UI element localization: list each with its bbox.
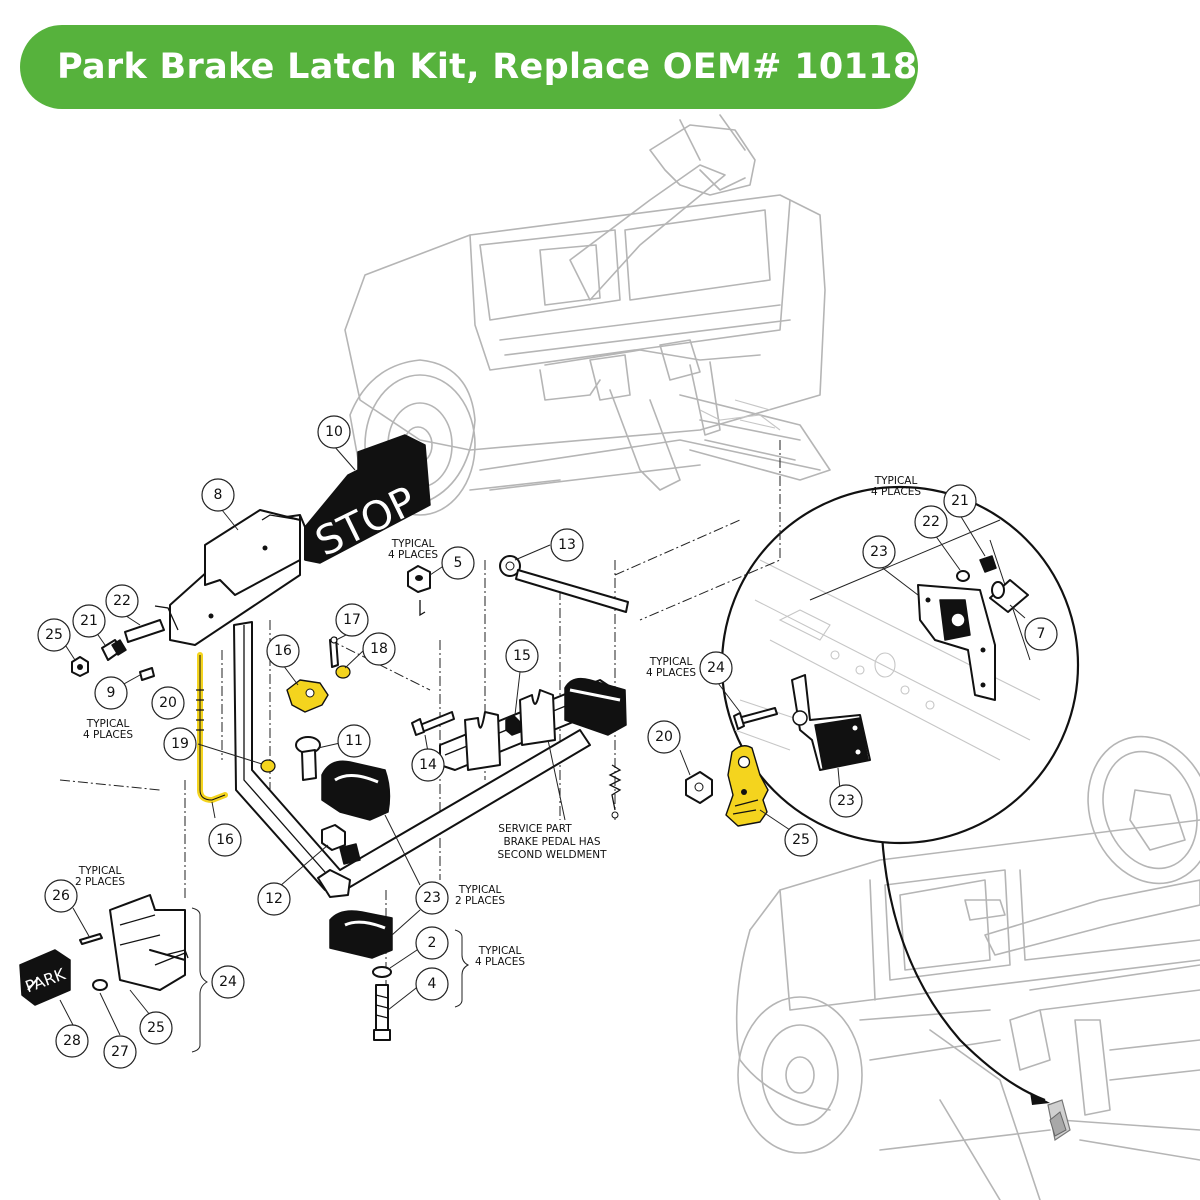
notes: TYPICAL 4 PLACES TYPICAL 4 PLACES TYPICA… [75,475,921,968]
note-service-part: SECOND WELDMENT [497,849,607,861]
callout: 11 [337,724,371,758]
detail-leader-curve [880,834,1046,1102]
note-typical-4-places: TYPICAL [478,945,522,957]
svg-text:23: 23 [870,544,888,560]
svg-text:16: 16 [216,832,234,848]
callout: 24 [211,965,245,999]
svg-text:14: 14 [419,757,437,773]
note-typical-4-places: 4 PLACES [83,729,133,741]
callout: 25 [37,618,71,652]
callout: 14 [411,748,445,782]
note-typical-2-places: 2 PLACES [75,876,125,888]
svg-text:7: 7 [1037,626,1046,642]
callout: 15 [505,639,539,673]
svg-text:10: 10 [325,424,343,440]
callout: 16 [266,634,300,668]
cart-ghost-top [344,114,831,521]
detail-leader-arrowhead [1030,1092,1050,1105]
callout: 9 [94,676,128,710]
callout: 8 [201,478,235,512]
svg-text:24: 24 [707,660,725,676]
note-typical-2-places: TYPICAL [78,865,122,877]
note-typical-4-places: TYPICAL [874,475,918,487]
callout: 25 [784,823,818,857]
svg-text:23: 23 [423,890,441,906]
note-typical-4-places: TYPICAL [86,718,130,730]
callout: 21 [943,484,977,518]
svg-text:27: 27 [111,1044,129,1060]
svg-text:9: 9 [107,685,116,701]
svg-text:19: 19 [171,736,189,752]
svg-text:20: 20 [159,695,177,711]
svg-text:28: 28 [63,1033,81,1049]
note-typical-4-places: 4 PLACES [388,549,438,561]
svg-text:13: 13 [558,537,576,553]
svg-text:4: 4 [428,976,437,992]
note-typical-4-places: 4 PLACES [871,486,921,498]
callout: 25 [139,1011,173,1045]
callout: 19 [163,727,197,761]
leader-lines [59,445,1026,1036]
cart-ghost-bottom [735,735,1200,1200]
callout: 23 [862,535,896,569]
note-typical-2-places: 2 PLACES [455,895,505,907]
svg-text:17: 17 [343,612,361,628]
callout: 16 [208,823,242,857]
callout: 26 [44,879,78,913]
svg-text:11: 11 [345,733,363,749]
title-banner: Park Brake Latch Kit, Replace OEM# 10118… [20,25,1016,109]
callout: 2 [415,926,449,960]
svg-text:22: 22 [113,593,131,609]
note-typical-4-places: TYPICAL [649,656,693,668]
callout: 20 [647,720,681,754]
note-typical-4-places: 4 PLACES [646,667,696,679]
callout: 10 [317,415,351,449]
svg-text:26: 26 [52,888,70,904]
callout: 7 [1024,617,1058,651]
svg-text:20: 20 [655,729,673,745]
svg-text:21: 21 [951,493,969,509]
svg-text:16: 16 [274,643,292,659]
note-typical-4-places: TYPICAL [391,538,435,550]
callout: 4 [415,967,449,1001]
callouts: 10 8 13 5 22 21 25 17 18 16 9 20 15 11 1… [37,415,1058,1069]
svg-text:8: 8 [214,487,223,503]
svg-text:18: 18 [370,641,388,657]
svg-text:24: 24 [219,974,237,990]
callout: 28 [55,1024,89,1058]
callout: 22 [914,505,948,539]
callout: 23 [829,784,863,818]
callout: 18 [362,632,396,666]
callout: 20 [151,686,185,720]
svg-text:15: 15 [513,648,531,664]
callout: 22 [105,584,139,618]
note-service-part: SERVICE PART [498,823,572,835]
svg-text:2: 2 [428,935,437,951]
callout: 27 [103,1035,137,1069]
svg-text:5: 5 [454,555,463,571]
svg-text:21: 21 [80,613,98,629]
svg-text:23: 23 [837,793,855,809]
callout: 17 [335,603,369,637]
callout: 23 [415,881,449,915]
svg-text:25: 25 [792,832,810,848]
note-typical-2-places: TYPICAL [458,884,502,896]
page-title: Park Brake Latch Kit, Replace OEM# 10118… [57,47,1017,87]
callout: 21 [72,604,106,638]
callout: 12 [257,882,291,916]
svg-text:25: 25 [147,1020,165,1036]
note-service-part: BRAKE PEDAL HAS [503,836,600,848]
svg-text:22: 22 [922,514,940,530]
svg-text:25: 25 [45,627,63,643]
note-typical-4-places: 4 PLACES [475,956,525,968]
svg-text:12: 12 [265,891,283,907]
callout: 24 [699,651,733,685]
callout: 5 [441,546,475,580]
detail-magnifier [685,485,1080,845]
callout: 13 [550,528,584,562]
